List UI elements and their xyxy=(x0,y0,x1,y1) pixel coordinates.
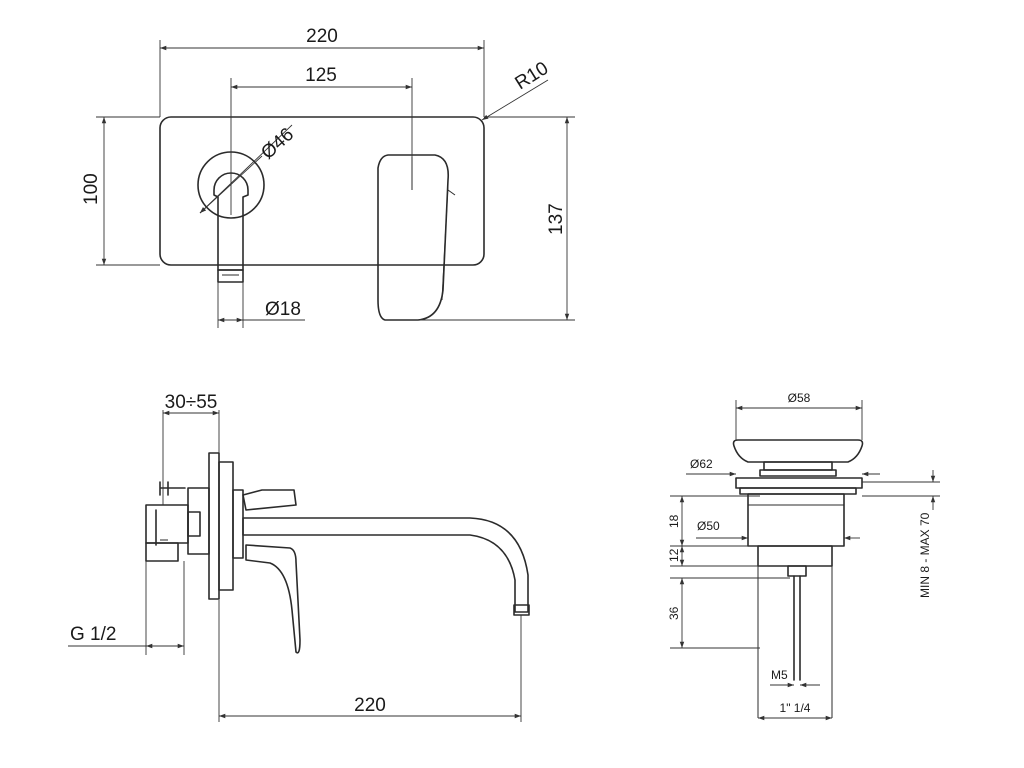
drain-cap xyxy=(732,439,864,463)
drain-flange xyxy=(735,477,863,489)
dim-cap-diameter: Ø58 xyxy=(788,391,811,405)
dim-body-diameter: Ø50 xyxy=(697,519,720,533)
drain-view: Ø58 Ø62 Ø50 18 12 36 MIN 8 - MAX 70 M5 xyxy=(667,391,940,721)
dim-width: 220 xyxy=(306,26,338,47)
wall-plate xyxy=(159,116,485,266)
dim-range: MIN 8 - MAX 70 xyxy=(918,512,932,598)
dim-spout-diameter: Ø18 xyxy=(265,299,301,320)
dim-total-height: 137 xyxy=(546,203,567,235)
dim-rosette-diameter: Ø46 xyxy=(257,124,298,164)
front-view: 220 125 R10 Ø46 Ø18 100 137 xyxy=(81,26,575,328)
dim-corner-radius: R10 xyxy=(512,58,553,94)
dim-drain-thread: 1" 1/4 xyxy=(780,701,811,715)
side-wall-plate xyxy=(208,452,220,600)
dim-height-12: 12 xyxy=(667,548,681,562)
spout-outlet xyxy=(217,269,244,283)
dim-rod-thread: M5 xyxy=(771,668,788,682)
dim-plate-height: 100 xyxy=(81,173,102,205)
dim-spout-length: 220 xyxy=(354,695,386,716)
dim-height-18: 18 xyxy=(667,514,681,528)
side-spout xyxy=(242,517,529,613)
side-valve-body xyxy=(145,504,189,544)
dim-axis-distance: 125 xyxy=(305,65,337,86)
side-lever xyxy=(245,544,301,654)
drain-body xyxy=(747,493,845,547)
dim-height-36: 36 xyxy=(667,606,681,620)
side-view: 30÷55 G 1/2 220 xyxy=(68,392,530,722)
dim-thread-side: G 1/2 xyxy=(70,624,116,645)
lever-handle-front xyxy=(377,154,450,321)
dim-wall-depth: 30÷55 xyxy=(165,392,218,413)
dim-flange-diameter: Ø62 xyxy=(690,457,713,471)
mixer-spout-front xyxy=(213,172,249,271)
